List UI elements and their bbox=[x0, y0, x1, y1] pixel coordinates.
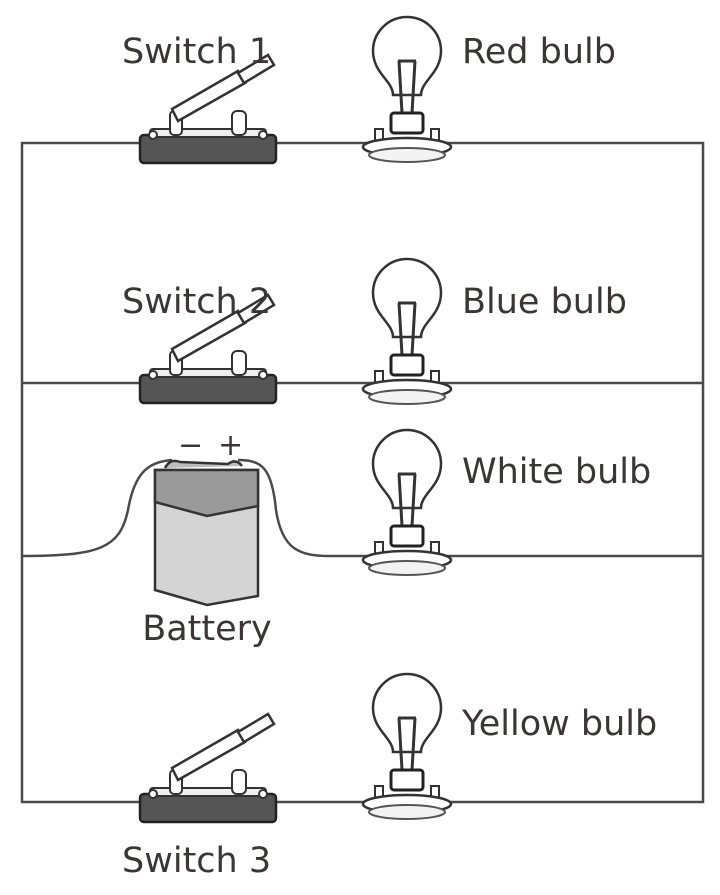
yellow-bulb-label: Yellow bulb bbox=[461, 704, 657, 744]
wires bbox=[20, 141, 705, 804]
battery-positive-sign: + bbox=[218, 428, 243, 463]
blue-bulb-label: Blue bulb bbox=[462, 282, 627, 322]
battery-label: Battery bbox=[142, 609, 272, 649]
red-bulb-label: Red bulb bbox=[462, 32, 616, 72]
white-bulb-icon bbox=[361, 428, 453, 577]
yellow-bulb-icon bbox=[361, 672, 453, 821]
battery-negative-sign: − bbox=[178, 428, 203, 463]
battery-icon: − + bbox=[153, 428, 260, 607]
white-bulb-label: White bulb bbox=[462, 452, 651, 492]
wire-outer-loop bbox=[20, 141, 705, 804]
switch-1-label: Switch 1 bbox=[122, 32, 271, 72]
switch-3[interactable] bbox=[138, 712, 278, 824]
wire-battery-left bbox=[21, 458, 173, 558]
switch-3-label: Switch 3 bbox=[122, 841, 271, 881]
switch-2-label: Switch 2 bbox=[122, 282, 271, 322]
wire-battery-right bbox=[237, 458, 703, 558]
red-bulb-icon bbox=[361, 15, 453, 164]
blue-bulb-icon bbox=[361, 257, 453, 406]
